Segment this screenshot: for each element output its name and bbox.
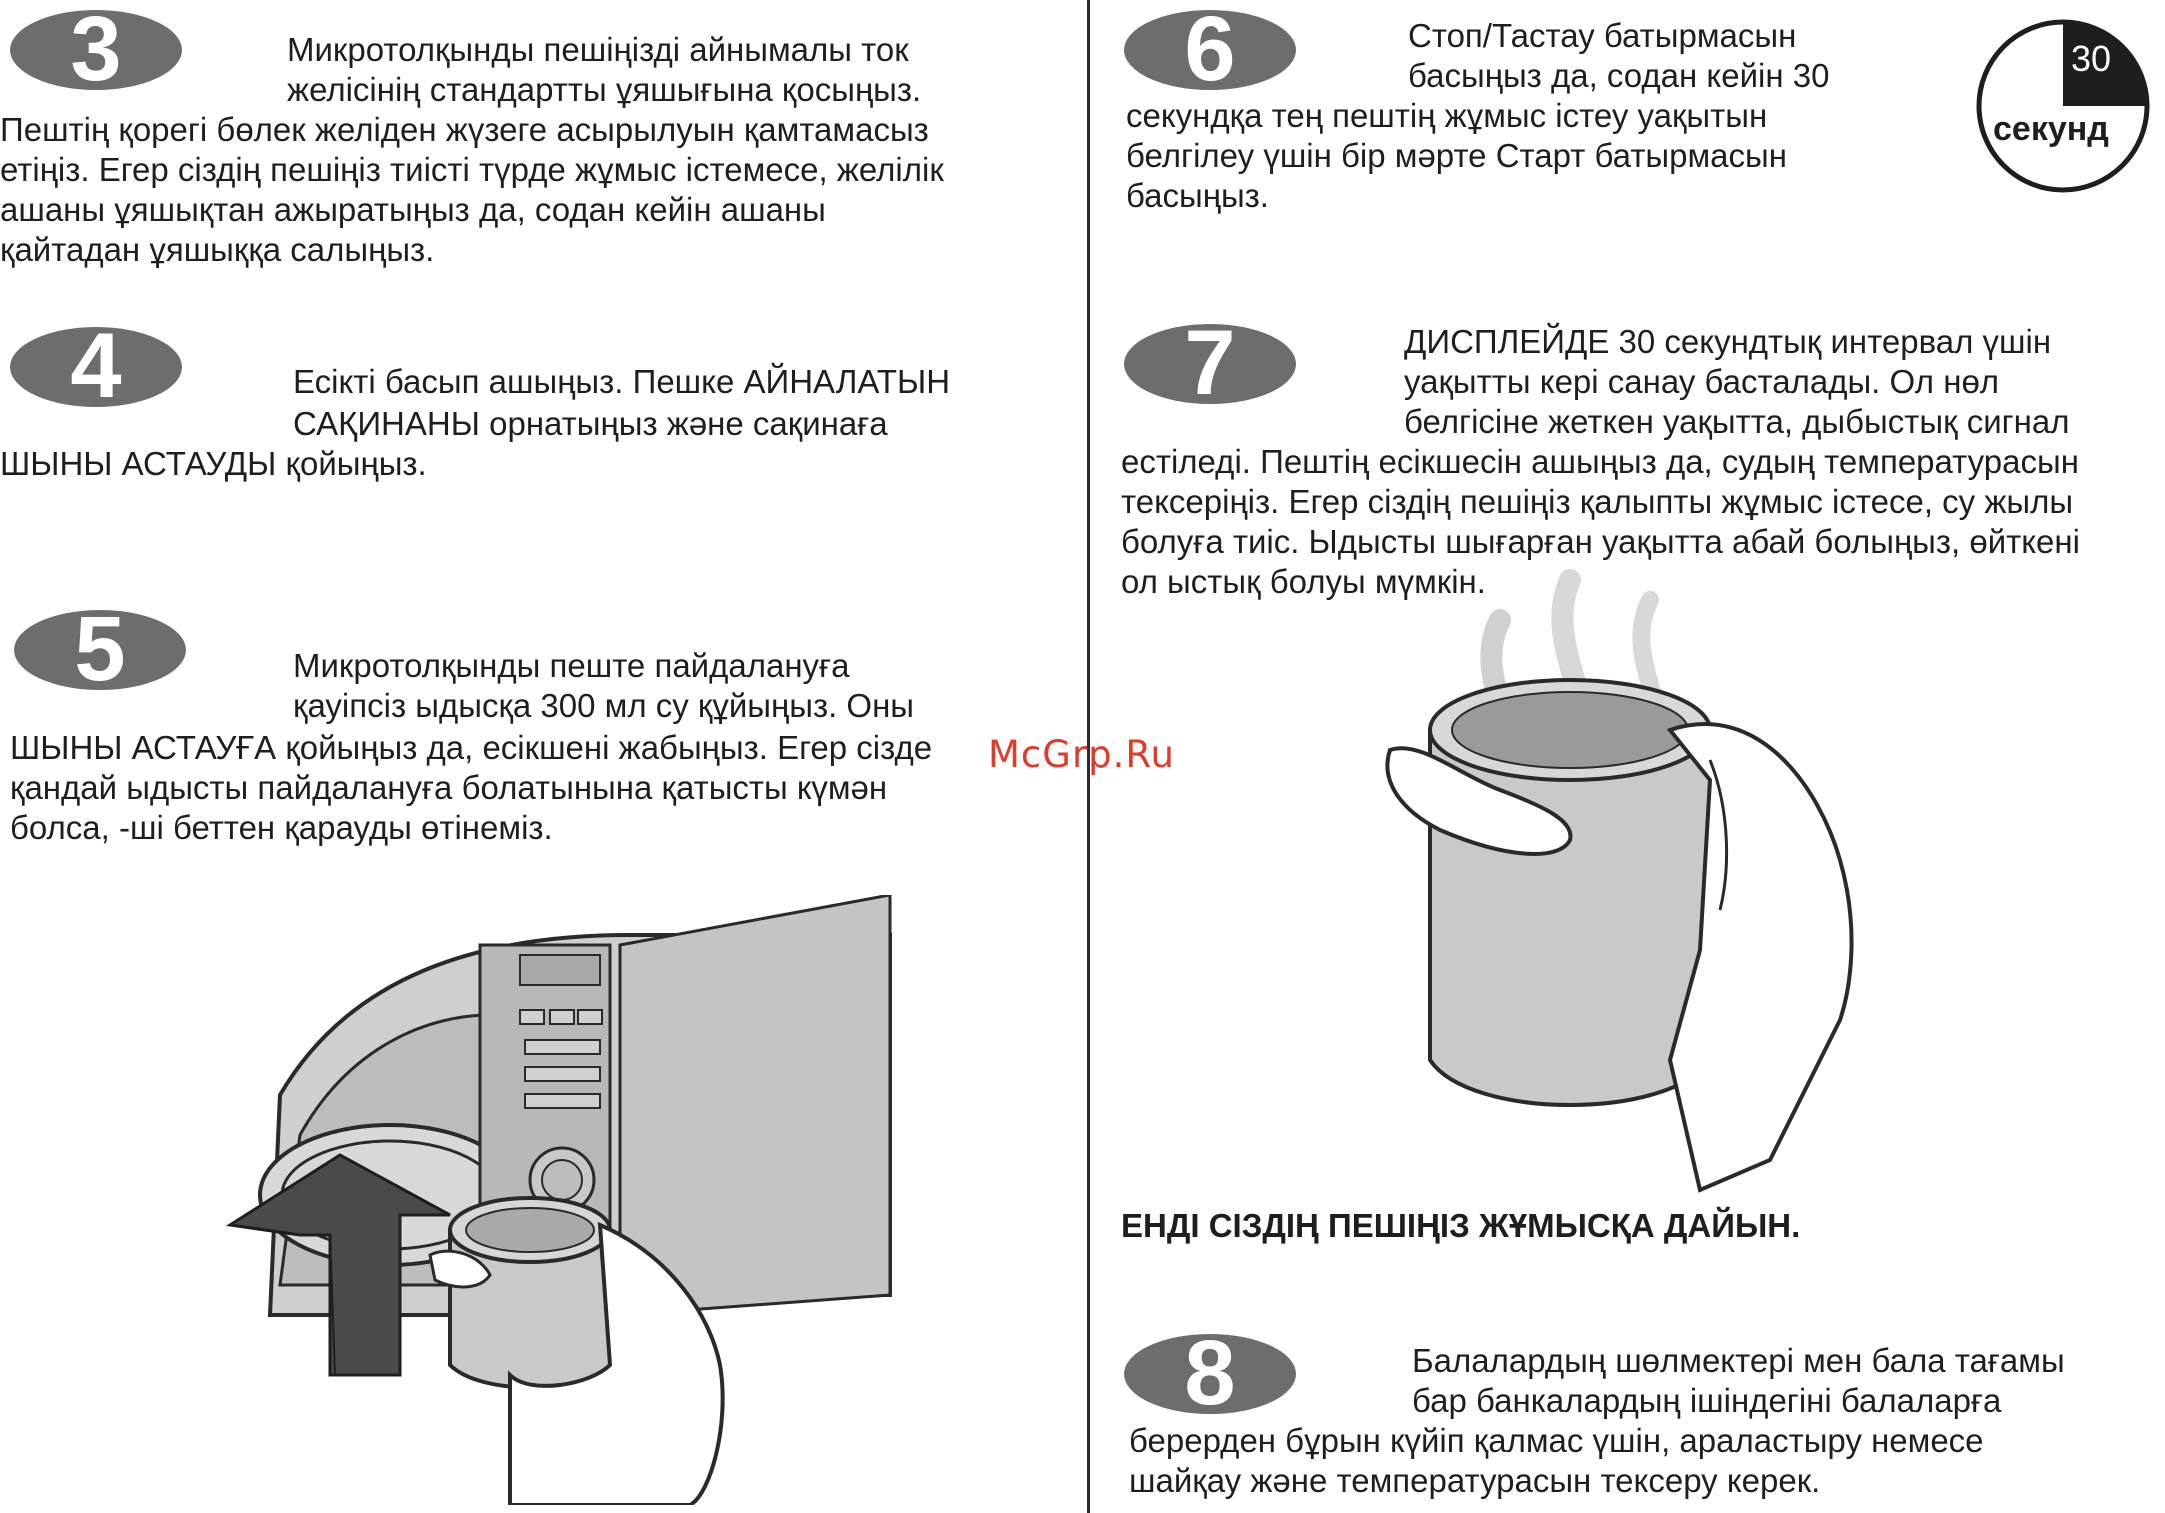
column-divider [1087,0,1090,1513]
step-6-line-3: секундқа тең пештің жұмыс істеу уақытын [1126,97,1768,134]
timer-wedge [2063,22,2147,106]
timer-label: секунд [1993,110,2109,148]
step-8-line-4: шайқау және температурасын тексеру керек… [1129,1462,1821,1499]
microwave-illustration [225,895,892,1505]
step-6-badge: 6 [1124,8,1296,92]
step-4-line-1: Есікті басып ашыңыз. Пешке АЙНАЛАТЫН [293,363,951,400]
step-5-line-4: қандай ыдысты пайдалануға болатынына қат… [10,769,888,806]
step-7-line-3: белгісіне жеткен уақытта, дыбыстық сигна… [1404,403,2070,440]
step-6-line-1: Стоп/Тастау батырмасын [1408,17,1797,54]
step-6-line-4: белгілеу үшін бір мәрте Старт батырмасын [1126,137,1787,174]
step-5-line-5: болса, -ші беттен қарауды өтінеміз. [10,809,553,846]
step-5-line-3: ШЫНЫ АСТАУҒА қойыңыз да, есікшені жабыңы… [10,729,933,766]
step-4-line-2: САҚИНАНЫ орнатыңыз және сақинаға [293,405,888,442]
step-8-line-3: берерден бұрын күйіп қалмас үшін, аралас… [1129,1422,1984,1459]
step-6-line-5: басыңыз. [1126,177,1269,214]
step-5-number: 5 [74,608,125,692]
hot-cup-illustration [1385,569,1854,1193]
step-8-line-1: Балалардың шөлмектері мен бала тағамы [1412,1342,2065,1379]
step-6-number: 6 [1184,8,1235,92]
step-4-number: 4 [70,325,121,409]
step-3-line-2: желісінің стандартты ұяшығына қосыңыз. [287,71,922,108]
step-7-line-2: уақытты кері санау басталады. Ол нөл [1404,363,2000,400]
ready-heading: ЕНДІ СІЗДІҢ ПЕШІҢІЗ ЖҰМЫСҚА ДАЙЫН. [1121,1207,1801,1244]
step-6-line-2: басыңыз да, содан кейін 30 [1408,57,1830,94]
step-7-number: 7 [1184,322,1235,406]
timer-value: 30 [2071,38,2112,79]
step-4-badge: 4 [10,325,182,409]
step-8-line-2: бар банкалардың ішіндегіні балаларға [1412,1382,2002,1419]
step-3-line-5: ашаны ұяшықтан ажыратыңыз да, содан кейі… [0,191,826,228]
step-7-line-7: ол ыстық болуы мүмкін. [1121,563,1486,600]
step-3-line-1: Микротолқынды пешіңізді айнымалы ток [287,31,909,68]
step-7-badge: 7 [1124,322,1296,406]
step-3-line-3: Пештің қорегі бөлек желіден жүзеге асыры… [0,111,929,148]
step-5-badge: 5 [14,608,186,692]
step-3-line-4: етіңіз. Егер сіздің пешіңіз тиісті түрде… [0,151,944,188]
step-7-line-5: тексеріңіз. Егер сіздің пешіңіз қалыпты … [1121,483,2074,520]
step-5-line-1: Микротолқынды пеште пайдалануға [293,647,850,684]
step-7-line-4: естіледі. Пештің есікшесін ашыңыз да, су… [1121,443,2079,480]
step-8-badge: 8 [1124,1332,1296,1416]
step-5-line-2: қауіпсіз ыдысқа 300 мл су құйыңыз. Оны [293,687,915,724]
step-3-line-6: қайтадан ұяшыққа салыңыз. [0,231,435,268]
step-4-line-3: ШЫНЫ АСТАУДЫ қойыңыз. [0,445,427,482]
step-3-number: 3 [70,8,121,92]
step-8-number: 8 [1184,1332,1235,1416]
step-3-badge: 3 [10,8,182,92]
step-7-line-1: ДИСПЛЕЙДЕ 30 секундтық интервал үшін [1404,323,2052,360]
watermark-text: McGrp.Ru [988,733,1175,776]
step-7-line-6: болуға тиіс. Ыдысты шығарған уақытта аба… [1121,523,2080,560]
timer-icon [1976,19,2150,193]
